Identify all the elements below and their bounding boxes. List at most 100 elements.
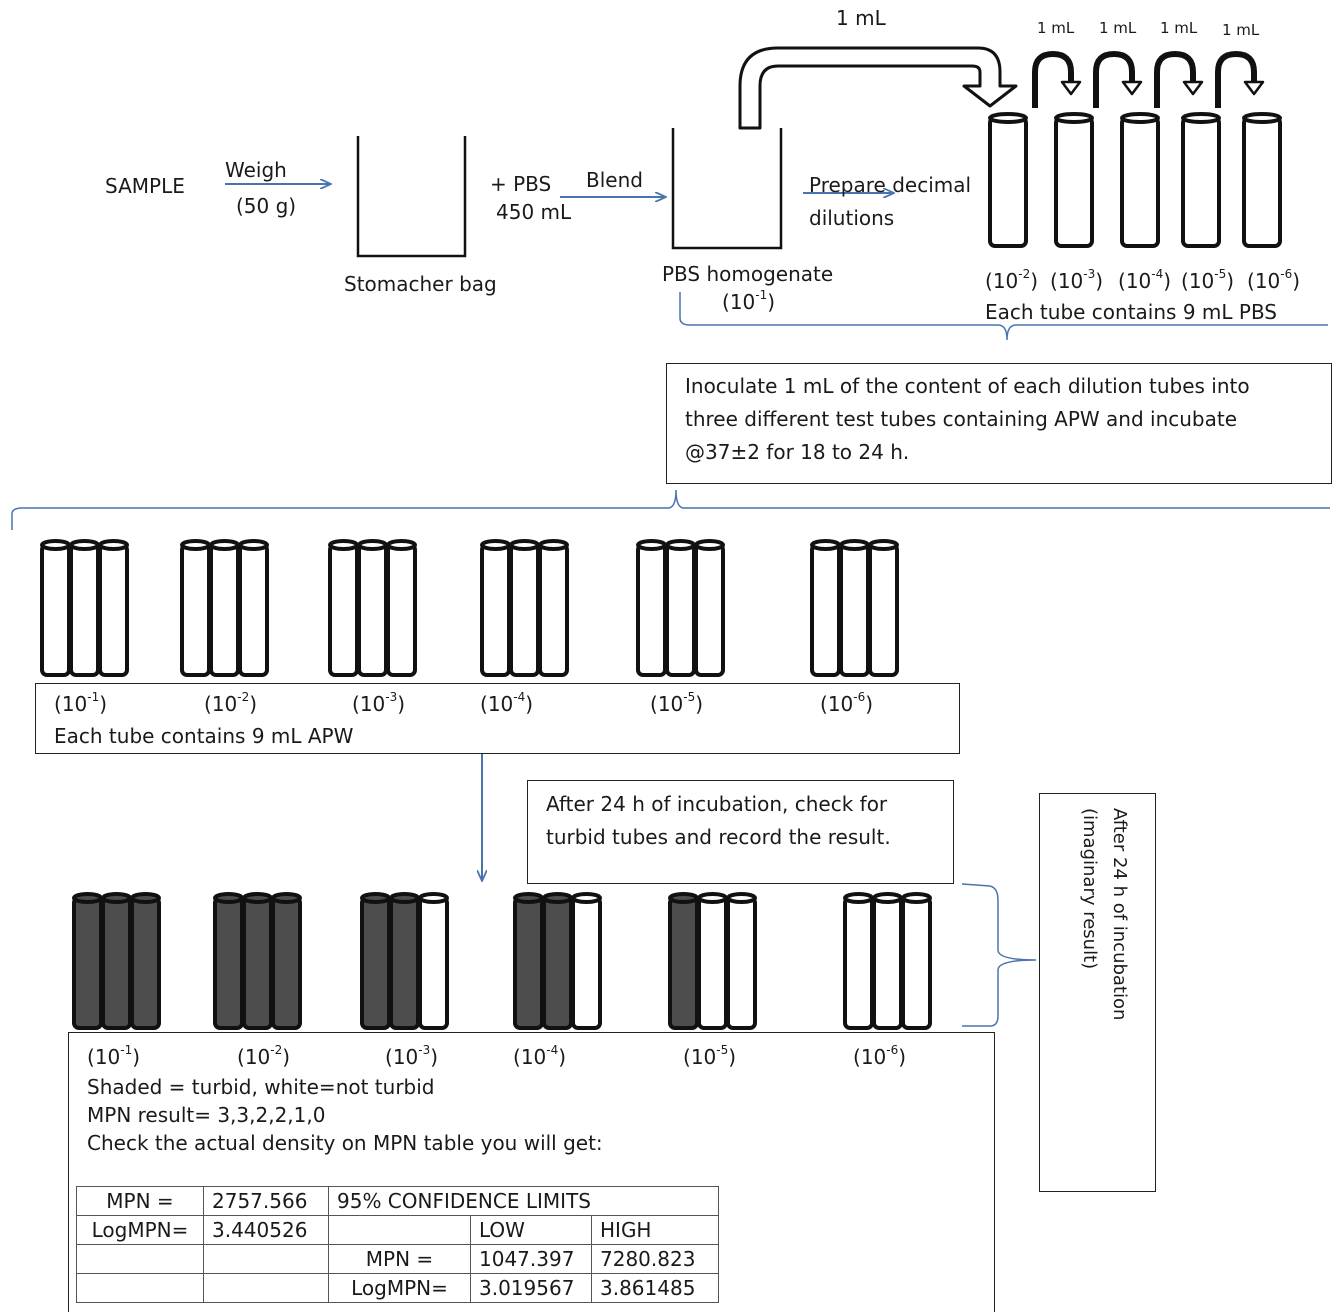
pbs-dilution-label-2: (10-3) xyxy=(1050,269,1103,293)
result-tube-2-3 xyxy=(273,894,300,1028)
homogenate-beaker-icon xyxy=(673,128,781,248)
result-tube-2-2 xyxy=(244,894,271,1028)
transfer-small-4: 1 mL xyxy=(1222,18,1259,42)
inoculate-box: Inoculate 1 mL of the content of each di… xyxy=(666,363,1332,484)
mpn-result-line: MPN result= 3,3,2,2,1,0 xyxy=(87,1103,325,1127)
apw-dilution-label-5: (10-5) xyxy=(650,692,703,716)
result-dilution-label-4: (10-4) xyxy=(513,1045,566,1069)
pbs-dilution-label-4: (10-5) xyxy=(1181,269,1234,293)
pbs-tube-4 xyxy=(1183,114,1219,246)
result-tube-3-1 xyxy=(362,894,389,1028)
result-tube-2-1 xyxy=(215,894,242,1028)
apw-note: Each tube contains 9 mL APW xyxy=(54,724,353,748)
sample-label: SAMPLE xyxy=(105,174,185,198)
result-tube-4-3 xyxy=(573,894,600,1028)
result-tube-3-3 xyxy=(420,894,447,1028)
result-tube-6-3 xyxy=(903,894,930,1028)
mpn-cell xyxy=(204,1245,329,1274)
top-tube-note: Each tube contains 9 mL PBS xyxy=(985,300,1277,324)
pbs-dilution-label-3: (10-4) xyxy=(1118,269,1171,293)
transfer-arrow-icon xyxy=(740,48,1016,128)
check-line: Check the actual density on MPN table yo… xyxy=(87,1131,603,1155)
result-dilution-label-6: (10-6) xyxy=(853,1045,906,1069)
result-tube-1-3 xyxy=(132,894,159,1028)
mpn-cell: 3.861485 xyxy=(592,1274,719,1303)
inoculate-line-3: @37±2 for 18 to 24 h. xyxy=(685,440,909,464)
result-dilution-label-5: (10-5) xyxy=(683,1045,736,1069)
pbs-tube-2 xyxy=(1056,114,1092,246)
inoculate-line-2: three different test tubes containing AP… xyxy=(685,407,1237,431)
mpn-cell: 95% CONFIDENCE LIMITS xyxy=(329,1187,719,1216)
pbs-volume-label: 450 mL xyxy=(496,200,571,224)
result-tube-3-2 xyxy=(391,894,418,1028)
mpn-cell: 3.440526 xyxy=(204,1216,329,1245)
apw-tube-4-3 xyxy=(540,541,567,675)
result-tube-5-1 xyxy=(670,894,697,1028)
apw-tube-1-1 xyxy=(42,541,69,675)
legend-line: Shaded = turbid, white=not turbid xyxy=(87,1075,435,1099)
apw-tube-2-1 xyxy=(182,541,209,675)
prepare-label: Prepare decimal xyxy=(809,173,971,197)
apw-tube-4-2 xyxy=(511,541,538,675)
homogenate-dilution: (10-1) xyxy=(722,290,775,314)
mpn-cell: LogMPN= xyxy=(77,1216,204,1245)
result-tube-5-3 xyxy=(728,894,755,1028)
result-tube-6-1 xyxy=(845,894,872,1028)
pbs-dilution-tubes xyxy=(990,114,1280,246)
apw-tube-3-2 xyxy=(359,541,386,675)
blend-label: Blend xyxy=(586,168,643,192)
dilutions-label: dilutions xyxy=(809,206,894,230)
apw-dilution-label-6: (10-6) xyxy=(820,692,873,716)
apw-tube-5-2 xyxy=(667,541,694,675)
mpn-cell: 2757.566 xyxy=(204,1187,329,1216)
apw-tube-5-1 xyxy=(638,541,665,675)
result-tube-4-2 xyxy=(544,894,571,1028)
apw-tube-3-1 xyxy=(330,541,357,675)
apw-tube-2-2 xyxy=(211,541,238,675)
result-box: (10-1)(10-2)(10-3)(10-4)(10-5)(10-6) Sha… xyxy=(68,1032,995,1312)
add-pbs-label: + PBS xyxy=(490,172,551,196)
result-tube-6-2 xyxy=(874,894,901,1028)
apw-tube-6-3 xyxy=(870,541,897,675)
mpn-cell xyxy=(77,1245,204,1274)
apw-box: (10-1)(10-2)(10-3)(10-4)(10-5)(10-6) Eac… xyxy=(35,683,960,754)
inoculate-line-1: Inoculate 1 mL of the content of each di… xyxy=(685,374,1250,398)
mpn-cell: 3.019567 xyxy=(471,1274,592,1303)
mpn-cell xyxy=(329,1216,471,1245)
result-tube-5-2 xyxy=(699,894,726,1028)
apw-dilution-label-2: (10-2) xyxy=(204,692,257,716)
after-check-line-2: turbid tubes and record the result. xyxy=(546,825,891,849)
weigh-amount-label: (50 g) xyxy=(236,194,296,218)
after-check-line-1: After 24 h of incubation, check for xyxy=(546,792,887,816)
apw-tube-groups xyxy=(42,541,897,675)
transfer-main-label: 1 mL xyxy=(836,6,886,30)
mpn-cell: 7280.823 xyxy=(592,1245,719,1274)
transfer-small-1: 1 mL xyxy=(1037,16,1074,40)
mpn-cell: LOW xyxy=(471,1216,592,1245)
weigh-label: Weigh xyxy=(225,158,287,182)
apw-tube-4-1 xyxy=(482,541,509,675)
pbs-tube-3 xyxy=(1122,114,1158,246)
result-brace xyxy=(962,884,1036,1026)
apw-dilution-label-3: (10-3) xyxy=(352,692,405,716)
apw-dilution-label-1: (10-1) xyxy=(54,692,107,716)
apw-tube-1-3 xyxy=(100,541,127,675)
result-dilution-label-1: (10-1) xyxy=(87,1045,140,1069)
apw-tube-6-2 xyxy=(841,541,868,675)
pbs-tube-1 xyxy=(990,114,1026,246)
pbs-dilution-label-1: (10-2) xyxy=(985,269,1038,293)
pbs-tube-5 xyxy=(1244,114,1280,246)
after-check-box: After 24 h of incubation, check for turb… xyxy=(527,780,954,884)
side-note-line-2: (imaginary result) xyxy=(1074,808,1104,969)
apw-tube-3-3 xyxy=(388,541,415,675)
result-tube-1-2 xyxy=(103,894,130,1028)
result-tube-1-1 xyxy=(74,894,101,1028)
apw-brace xyxy=(12,490,1330,530)
side-note-box: After 24 h of incubation (imaginary resu… xyxy=(1039,793,1156,1192)
mpn-cell: MPN = xyxy=(329,1245,471,1274)
mpn-cell: HIGH xyxy=(592,1216,719,1245)
